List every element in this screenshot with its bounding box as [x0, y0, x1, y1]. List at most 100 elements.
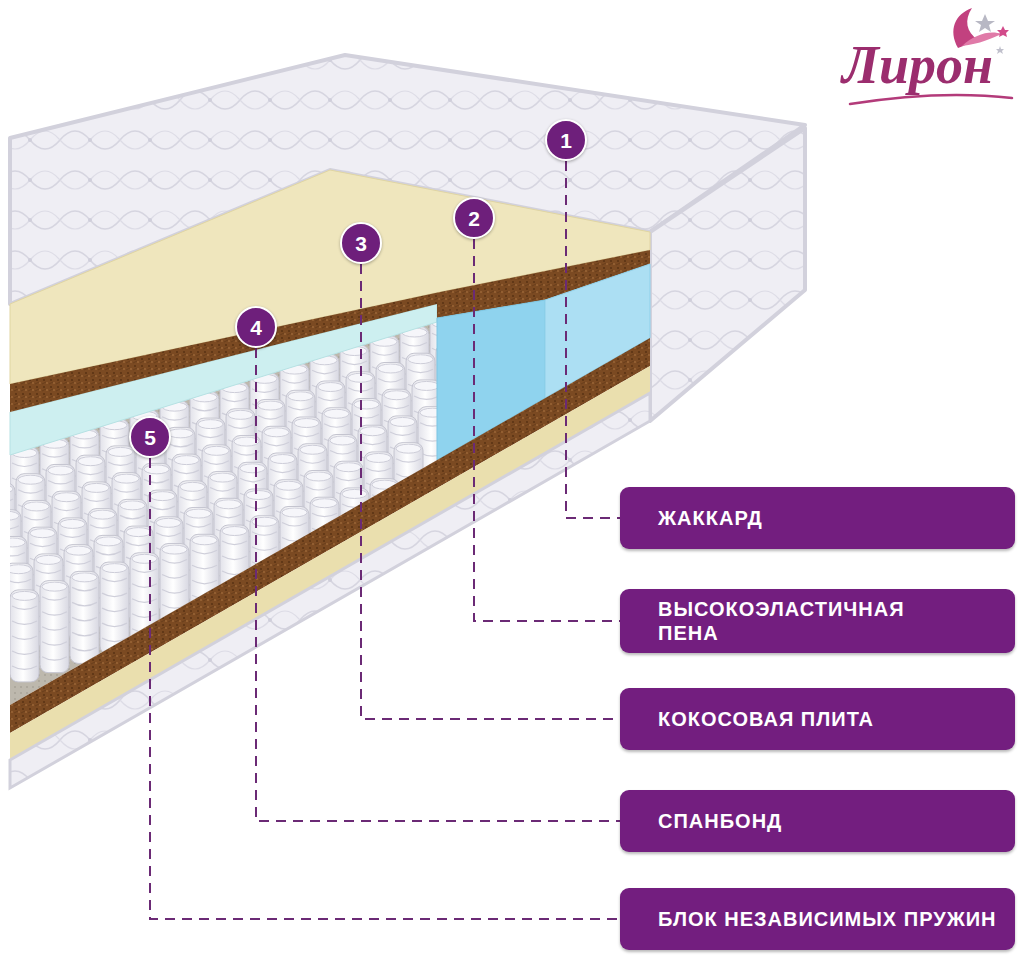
spring-coil [276, 496, 301, 500]
spring-coil [12, 463, 37, 467]
spring-coil [156, 533, 181, 537]
callout-circle: 4 [235, 306, 277, 348]
callout-circle: 5 [129, 416, 171, 458]
spring-coil [0, 532, 7, 536]
spring-coil [0, 526, 19, 530]
layer-label-box: ЖАККАРД [620, 487, 1015, 549]
spring-top [90, 510, 115, 519]
spring-top [102, 564, 127, 573]
spring-top [270, 455, 295, 464]
spring-coil [0, 502, 7, 506]
spring-coil [12, 666, 37, 670]
spring-coil [288, 406, 313, 410]
spring-coil [186, 524, 211, 528]
spring-top [174, 456, 199, 465]
spring-coil [354, 414, 379, 418]
spring-top [78, 457, 103, 466]
spring-top [378, 364, 403, 373]
spring-top [114, 474, 139, 483]
bottom-surface [10, 393, 650, 788]
spring-coil [0, 588, 1, 592]
spring-coil [204, 461, 229, 465]
spring-coil [114, 489, 139, 493]
spring-top [294, 419, 319, 428]
spring-top [6, 565, 31, 574]
spring-coil [396, 459, 421, 463]
spring-coil [48, 480, 73, 484]
spring-coil [36, 570, 61, 574]
spring-top [108, 447, 133, 456]
spring-body [0, 572, 3, 664]
spring-coil [336, 477, 361, 481]
spring-top [354, 400, 379, 409]
spring-coil [384, 405, 409, 409]
spring-coil [84, 498, 109, 502]
brand-logo: Лирон [842, 36, 993, 95]
spring-coil [132, 599, 157, 603]
spring-body [0, 456, 9, 548]
spring [10, 590, 39, 682]
spring-top [24, 502, 49, 511]
leader-line [256, 348, 620, 821]
spring-coil [72, 632, 97, 636]
spring-coil [72, 647, 97, 651]
spring-body [40, 581, 69, 673]
spring-top [192, 536, 217, 545]
spring-top [228, 410, 253, 419]
spring-coil [246, 505, 271, 509]
spring-coil [372, 352, 397, 356]
spring-coil [222, 541, 247, 545]
spring-coil [42, 642, 67, 646]
spring-top [366, 453, 391, 462]
spring-coil [414, 396, 439, 400]
spring-coil [102, 608, 127, 612]
coir-layer-top [10, 250, 650, 412]
spring-coil [162, 560, 187, 564]
side-surface [650, 128, 805, 421]
spring-coil [102, 578, 127, 582]
spring-coil [366, 468, 391, 472]
spring-coil [312, 513, 337, 517]
spring-coil [132, 569, 157, 573]
callout-circle: 2 [453, 197, 495, 239]
spring-top [18, 475, 43, 484]
spring-coil [222, 556, 247, 560]
spring-top [342, 489, 367, 498]
spring-coil [174, 470, 199, 474]
spring-top [48, 466, 73, 475]
spring-coil [192, 565, 217, 569]
spring-top [0, 574, 1, 583]
spring-body [0, 599, 9, 691]
spring-top [258, 401, 283, 410]
spring-coil [90, 525, 115, 529]
spring-top [96, 537, 121, 546]
spring-coil [0, 603, 1, 607]
spring-coil [0, 645, 7, 649]
spring-top [300, 445, 325, 454]
spring-coil [144, 479, 169, 483]
spring-coil [162, 417, 187, 421]
spring-coil [72, 444, 97, 448]
layer-name: ВЫСОКОЭЛАСТИЧНАЯ ПЕНА [658, 597, 958, 645]
spring-top [0, 458, 7, 467]
spring-coil [126, 542, 151, 546]
spring-coil [198, 434, 223, 438]
spring-coil [300, 460, 325, 464]
leader-line [150, 458, 620, 919]
spring-coil [252, 547, 277, 551]
brand-name: Лирон [842, 36, 993, 95]
spring-coil [360, 441, 385, 445]
layer-label-box: ВЫСОКОЭЛАСТИЧНАЯ ПЕНА [620, 589, 1015, 653]
spring-top [264, 428, 289, 437]
callout-circle: 3 [340, 222, 382, 264]
callout-number: 2 [468, 208, 480, 229]
spring-top [36, 555, 61, 564]
spring-coil [270, 469, 295, 473]
spring-coil [54, 507, 79, 511]
spring-coil [120, 515, 145, 519]
callout-number: 5 [144, 427, 156, 448]
spring-coil [102, 623, 127, 627]
spring-coil [0, 552, 25, 556]
spring-coil [12, 606, 37, 610]
spring-top [330, 436, 355, 445]
